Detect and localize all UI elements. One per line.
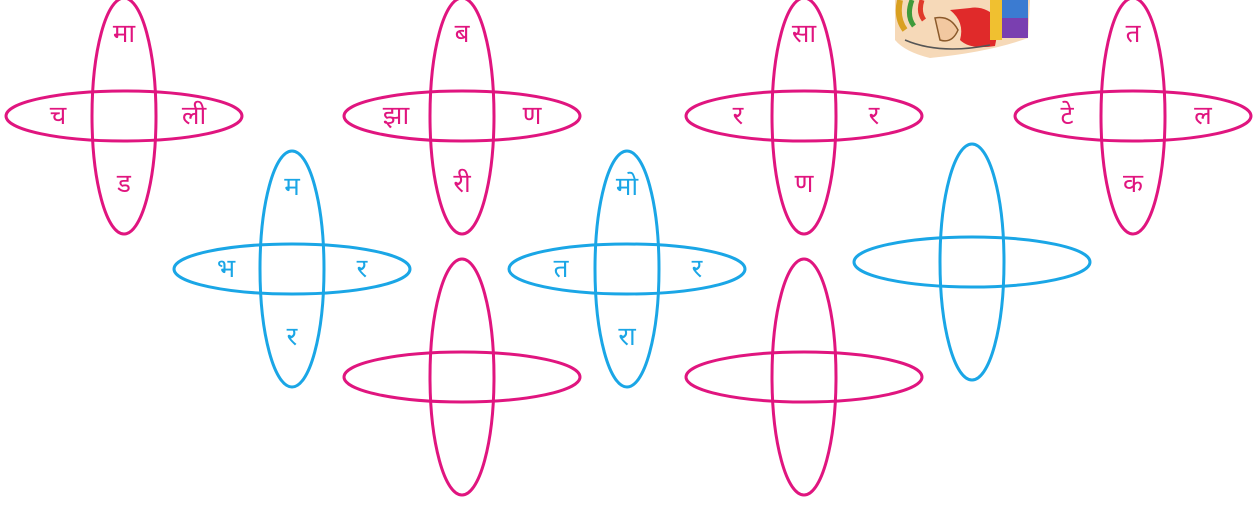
letter-right: र: [869, 101, 881, 131]
letter-top: ब: [455, 19, 471, 49]
letter-bottom: र: [287, 322, 299, 352]
cross-puzzle-jhaad: ब झा ण री: [342, 0, 582, 236]
letter-right: ली: [182, 100, 208, 131]
cross-puzzle-tatak: त टे ल क: [1013, 0, 1253, 236]
horizontal-loop: [684, 89, 924, 143]
letter-right: र: [357, 254, 369, 284]
letter-left: भ: [217, 254, 236, 284]
letter-right: ल: [1194, 101, 1212, 131]
cross-puzzle-mota: मो त र रा: [507, 149, 747, 389]
vertical-loop: [258, 149, 326, 389]
vertical-loop: [428, 0, 496, 236]
vertical-loop: [770, 0, 838, 236]
letter-left: त: [554, 254, 570, 284]
cross-puzzle-blank1: [342, 257, 582, 497]
cross-puzzle-blank3: [852, 142, 1092, 382]
letter-bottom: ड: [116, 169, 132, 199]
letter-left: च: [50, 101, 67, 131]
horizontal-loop: [342, 89, 582, 143]
vertical-loop: [938, 142, 1006, 382]
letter-right: र: [692, 254, 704, 284]
letter-left: टे: [1060, 100, 1074, 131]
horizontal-loop: [172, 242, 412, 296]
vertical-loop: [593, 149, 661, 389]
horizontal-loop: [684, 350, 924, 404]
vertical-loop: [428, 257, 496, 497]
letter-top: मा: [113, 19, 137, 49]
letter-bottom: रा: [618, 322, 637, 352]
letter-bottom: क: [1123, 169, 1144, 199]
horizontal-loop: [507, 242, 747, 296]
letter-right: ण: [523, 101, 543, 131]
vertical-loop: [770, 257, 838, 497]
cross-puzzle-bhramar: म भ र र: [172, 149, 412, 389]
letter-left: झा: [383, 101, 411, 131]
horizontal-loop: [1013, 89, 1253, 143]
letter-bottom: री: [453, 168, 472, 199]
horizontal-loop: [342, 350, 582, 404]
letter-top: मो: [616, 171, 640, 202]
cross-puzzle-chaal: मा च ली ड: [4, 0, 244, 236]
letter-bottom: ण: [795, 169, 815, 199]
letter-left: र: [733, 101, 745, 131]
vertical-loop: [90, 0, 158, 236]
letter-top: म: [284, 172, 300, 202]
cross-puzzle-saar: सा र र ण: [684, 0, 924, 236]
letter-top: त: [1126, 19, 1142, 49]
child-thinking-illustration: [895, 0, 1030, 58]
horizontal-loop: [4, 89, 244, 143]
horizontal-loop: [852, 235, 1092, 289]
cross-puzzle-blank2: [684, 257, 924, 497]
letter-top: सा: [792, 19, 818, 49]
vertical-loop: [1099, 0, 1167, 236]
